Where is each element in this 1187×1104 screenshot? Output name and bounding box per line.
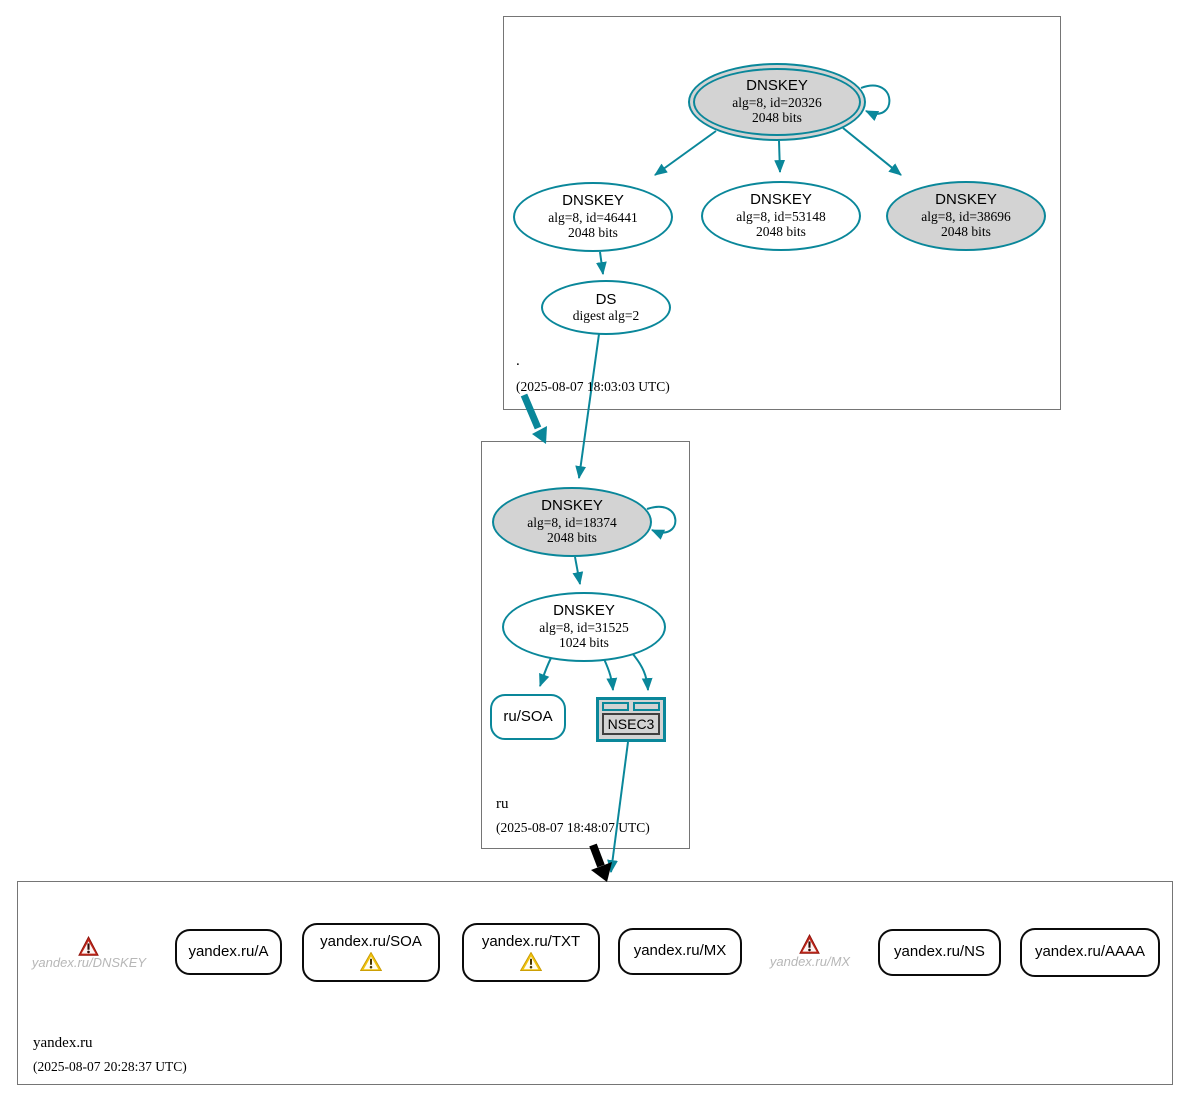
zone-label-ru: ru — [496, 796, 509, 812]
edge-root-to-ru-delegation — [520, 393, 547, 444]
edge-root-ksk-to-dnskey-53148 — [774, 140, 786, 174]
edge-dnskey-46441-to-ds — [596, 251, 607, 276]
node-root-ds[interactable]: DS digest alg=2 — [541, 280, 671, 335]
warning-triangle-icon — [520, 952, 542, 972]
node-detail: digest alg=2 — [572, 308, 640, 324]
zone-box-yandex-ru — [17, 881, 1173, 1085]
edge-ru-to-yandex-delegation — [589, 843, 612, 882]
node-label: ru/SOA — [503, 707, 553, 725]
node-label: yandex.ru/MX — [633, 942, 727, 960]
zone-box-ru — [481, 441, 690, 849]
error-triangle-icon — [78, 936, 99, 956]
node-ru-nsec3[interactable]: NSEC3 — [596, 697, 666, 742]
node-title: DNSKEY — [750, 191, 812, 209]
zone-timestamp-root: (2025-08-07 18:03:03 UTC) — [516, 379, 670, 394]
node-label: NSEC3 — [602, 713, 660, 735]
node-detail: alg=8, id=53148 — [736, 209, 826, 225]
nsec3-cell-right — [633, 702, 660, 711]
edge-ru-ksk-selfloop — [646, 505, 677, 540]
node-bits: 1024 bits — [559, 635, 609, 651]
node-label: yandex.ru/SOA — [320, 932, 422, 950]
node-yandex-ns[interactable]: yandex.ru/NS — [878, 929, 1001, 976]
error-triangle-icon — [799, 934, 820, 954]
node-detail: alg=8, id=18374 — [527, 515, 617, 531]
node-title: DNSKEY — [935, 191, 997, 209]
node-root-dnskey-38696[interactable]: DNSKEY alg=8, id=38696 2048 bits — [886, 181, 1046, 251]
edge-root-ds-to-ru-ksk — [575, 333, 600, 480]
node-yandex-dnskey-missing[interactable]: yandex.ru/DNSKEY — [31, 955, 147, 970]
edge-dnskey-31525-to-nsec3-right — [631, 652, 653, 692]
node-label: yandex.ru/TXT — [481, 932, 581, 950]
zone-box-root — [503, 16, 1061, 410]
node-title: DNSKEY — [541, 497, 603, 515]
zone-timestamp-ru: (2025-08-07 18:48:07 UTC) — [496, 820, 650, 835]
node-bits: 2048 bits — [756, 224, 806, 240]
node-label: yandex.ru/NS — [894, 943, 985, 961]
nsec3-cells — [602, 702, 660, 711]
edge-root-ksk-to-dnskey-38696 — [842, 127, 902, 176]
node-title: DNSKEY — [562, 192, 624, 210]
node-label: yandex.ru/A — [188, 942, 269, 960]
node-detail: alg=8, id=31525 — [539, 620, 629, 636]
node-label: yandex.ru/AAAA — [1034, 943, 1146, 961]
node-bits: 2048 bits — [547, 530, 597, 546]
zone-label-yandex-ru: yandex.ru — [33, 1035, 93, 1051]
edge-dnskey-31525-to-ru-soa — [539, 657, 552, 688]
zone-timestamp-yandex-ru: (2025-08-07 20:28:37 UTC) — [33, 1059, 187, 1074]
node-ru-dnskey-31525[interactable]: DNSKEY alg=8, id=31525 1024 bits — [502, 592, 666, 662]
node-yandex-a[interactable]: yandex.ru/A — [175, 929, 282, 975]
node-title: DNSKEY — [553, 602, 615, 620]
edge-root-ksk-to-dnskey-46441 — [654, 130, 717, 176]
edge-dnskey-31525-to-nsec3-left — [603, 658, 618, 692]
node-root-dnskey-46441[interactable]: DNSKEY alg=8, id=46441 2048 bits — [513, 182, 673, 252]
node-yandex-txt[interactable]: yandex.ru/TXT — [462, 923, 600, 982]
node-detail: alg=8, id=20326 — [732, 95, 822, 111]
node-bits: 2048 bits — [752, 110, 802, 126]
edge-root-ksk-selfloop — [860, 84, 891, 121]
node-yandex-mx-missing[interactable]: yandex.ru/MX — [769, 954, 851, 969]
node-title: DS — [595, 290, 617, 308]
node-detail: alg=8, id=46441 — [548, 210, 638, 226]
edge-nsec3-to-yandex — [607, 741, 629, 874]
warning-triangle-icon — [360, 952, 382, 972]
edge-ru-ksk-to-dnskey-31525 — [572, 556, 584, 586]
nsec3-cell-left — [602, 702, 629, 711]
zone-label-root: . — [516, 353, 520, 369]
node-yandex-soa[interactable]: yandex.ru/SOA — [302, 923, 440, 982]
node-title: DNSKEY — [746, 77, 808, 95]
node-ru-soa[interactable]: ru/SOA — [490, 694, 566, 740]
node-root-dnskey-53148[interactable]: DNSKEY alg=8, id=53148 2048 bits — [701, 181, 861, 251]
node-bits: 2048 bits — [568, 225, 618, 241]
node-ru-ksk-dnskey-18374[interactable]: DNSKEY alg=8, id=18374 2048 bits — [492, 487, 652, 557]
node-detail: alg=8, id=38696 — [921, 209, 1011, 225]
node-bits: 2048 bits — [941, 224, 991, 240]
node-yandex-mx[interactable]: yandex.ru/MX — [618, 928, 742, 975]
node-root-ksk-dnskey-20326[interactable]: DNSKEY alg=8, id=20326 2048 bits — [688, 63, 866, 141]
node-yandex-aaaa[interactable]: yandex.ru/AAAA — [1020, 928, 1160, 977]
